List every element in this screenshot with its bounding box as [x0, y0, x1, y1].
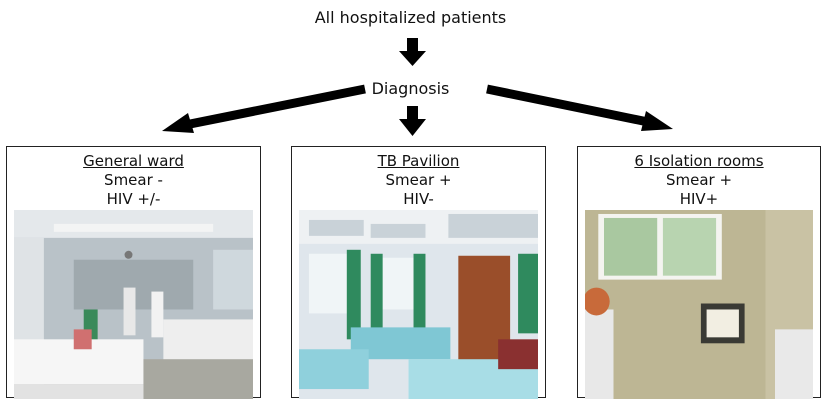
arrow-to-general-ward — [162, 84, 366, 133]
general-ward-box: General ward Smear - HIV +/- — [6, 146, 261, 399]
tb-pavilion-hiv: HIV- — [403, 190, 434, 208]
general-ward-photo — [14, 210, 253, 399]
isolation-rooms-smear: Smear + — [665, 171, 733, 189]
isolation-rooms-title: 6 Isolation rooms — [634, 152, 764, 170]
isolation-rooms-photo — [585, 210, 813, 399]
tb-pavilion-photo — [299, 210, 538, 399]
arrow-to-tb-pavilion — [399, 106, 426, 136]
general-ward-title: General ward — [83, 152, 184, 170]
isolation-rooms-hiv: HIV+ — [679, 190, 719, 208]
top-node-label: All hospitalized patients — [314, 8, 507, 27]
general-ward-smear: Smear - — [104, 171, 163, 189]
isolation-rooms-box: 6 Isolation rooms Smear + HIV+ — [577, 146, 821, 399]
flow-arrows — [162, 38, 673, 136]
tb-pavilion-title: TB Pavilion — [377, 152, 460, 170]
arrow-to-isolation-rooms — [486, 84, 673, 131]
diagnosis-node-label: Diagnosis — [371, 79, 450, 98]
general-ward-hiv: HIV +/- — [106, 190, 161, 208]
tb-pavilion-box: TB Pavilion Smear + HIV- — [291, 146, 546, 399]
arrow-to-diagnosis — [399, 38, 426, 66]
tb-pavilion-smear: Smear + — [385, 171, 452, 189]
